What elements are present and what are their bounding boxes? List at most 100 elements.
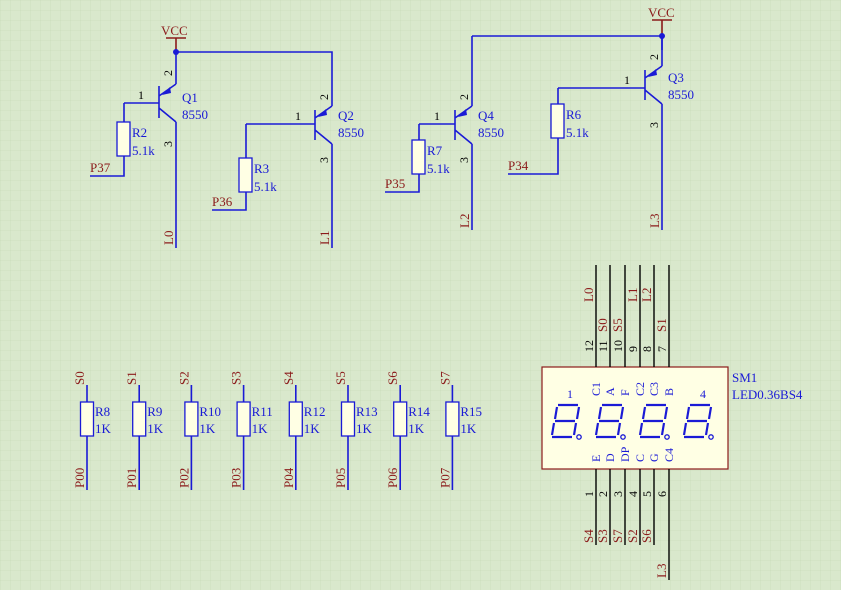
segment-label: B [662, 388, 676, 396]
pin-number: 11 [596, 340, 610, 352]
q2-pin-base: 1 [295, 109, 301, 123]
r15-value: 1K [460, 421, 477, 436]
net-l0-q1: L0 [161, 231, 176, 245]
q1-value: 8550 [182, 107, 208, 122]
net-p02: P02 [176, 468, 191, 488]
resistor-r7: R7 5.1k P35 [385, 139, 450, 193]
q1-base-wire [123, 102, 159, 122]
r10-value: 1K [199, 421, 216, 436]
q2-pin-collector: 3 [317, 157, 331, 163]
r3-value: 5.1k [254, 179, 277, 194]
display-pin-top-10: 10F S5 [610, 265, 632, 396]
q3-pin-collector: 3 [647, 122, 661, 128]
r11-value: 1K [252, 421, 269, 436]
net-label: S1 [654, 318, 669, 332]
net-label: S5 [610, 318, 625, 332]
net-l1-q2: L1 [317, 231, 332, 245]
q1-pin-collector: 3 [161, 141, 175, 147]
r12-ref: R12 [304, 404, 326, 419]
pin-number: 10 [611, 340, 625, 352]
net-label: L0 [581, 288, 596, 302]
segment-label: C2 [633, 382, 647, 396]
r6-value: 5.1k [566, 125, 589, 140]
r11-ref: R11 [252, 404, 273, 419]
net-s7: S7 [437, 371, 452, 385]
r8-ref: R8 [95, 404, 110, 419]
net-label: L2 [639, 288, 654, 302]
r9-value: 1K [147, 421, 164, 436]
pin-number: 2 [596, 491, 610, 497]
net-l2-q4: L2 [457, 214, 472, 228]
segment-label: C4 [662, 448, 676, 462]
vcc-label-right: VCC [648, 5, 675, 20]
q2-pin-emitter: 2 [317, 94, 331, 100]
net-l3-q3: L3 [647, 214, 662, 228]
r10-ref: R10 [199, 404, 221, 419]
digit-number-first: 1 [567, 387, 573, 401]
r13-value: 1K [356, 421, 373, 436]
q2-value: 8550 [338, 125, 364, 140]
q1-ref: Q1 [182, 90, 198, 105]
pin-number: 9 [626, 346, 640, 352]
net-p37: P37 [90, 160, 111, 175]
q3-pin-base: 1 [624, 73, 630, 87]
q3-ref: Q3 [668, 70, 684, 85]
r2-ref: R2 [132, 125, 147, 140]
transistor-q4: 2 3 1 Q4 8550 [434, 86, 504, 230]
pin-number: 3 [611, 491, 625, 497]
resistor-r6: R6 5.1k P34 [508, 103, 589, 175]
segment-label: F [618, 389, 632, 396]
segment-label: D [603, 453, 617, 462]
net-p07: P07 [437, 467, 452, 488]
q4-base-wire [418, 123, 455, 140]
resistor-r3: R3 5.1k P36 [212, 157, 277, 211]
r15-ref: R15 [460, 404, 482, 419]
net-label: S0 [595, 318, 610, 332]
segment-resistor-group: S0P00R81KS1P01R91KS2P02R101KS3P03R111KS4… [72, 371, 482, 490]
net-p00: P00 [72, 468, 87, 488]
net-s6: S6 [385, 371, 400, 385]
segment-label: C3 [647, 382, 661, 396]
net-s1: S1 [124, 371, 139, 385]
seven-segment-digits [550, 403, 714, 440]
net-p06: P06 [385, 467, 400, 488]
digit-number-last: 4 [700, 387, 706, 401]
net-p04: P04 [281, 467, 296, 488]
segment-label: A [603, 387, 617, 396]
net-s2: S2 [176, 371, 191, 385]
net-label: S2 [625, 529, 640, 543]
segment-label: DP [618, 446, 632, 462]
q1-pin-emitter: 2 [161, 70, 175, 76]
net-s3: S3 [229, 371, 244, 385]
net-s0: S0 [72, 371, 87, 385]
vcc-symbol-right: VCC [648, 5, 675, 36]
net-p03: P03 [229, 468, 244, 488]
r6-ref: R6 [566, 107, 582, 122]
q4-ref: Q4 [478, 108, 494, 123]
digit-2 [594, 403, 626, 440]
vcc-label-left: VCC [161, 23, 188, 38]
display-body [541, 366, 729, 470]
q4-pin-collector: 3 [457, 157, 471, 163]
q4-pin-base: 1 [434, 109, 440, 123]
q4-pin-emitter: 2 [457, 94, 471, 100]
net-label: S4 [581, 529, 596, 543]
display-sm1: SM1 LED0.36BS4 1 4 [541, 366, 803, 470]
digit-3 [638, 403, 670, 440]
pin-number: 4 [626, 491, 640, 497]
